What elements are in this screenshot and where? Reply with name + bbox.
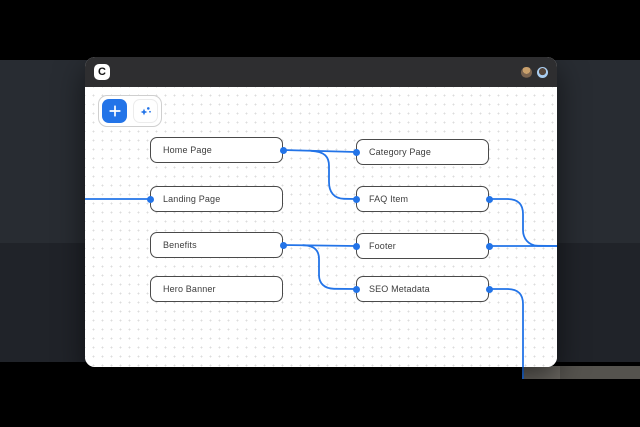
node-label: Footer — [369, 241, 396, 251]
node-hero-banner[interactable]: Hero Banner — [150, 276, 283, 302]
node-benefits[interactable]: Benefits — [150, 232, 283, 258]
user-avatar-2[interactable] — [537, 66, 548, 78]
handle-footer-right[interactable] — [485, 242, 493, 250]
app-logo: C — [94, 64, 110, 80]
handle-seo-metadata-left[interactable] — [352, 285, 360, 293]
handle-landing-page-left[interactable] — [146, 195, 154, 203]
node-label: Benefits — [163, 240, 197, 250]
node-label: Category Page — [369, 147, 431, 157]
node-label: FAQ Item — [369, 194, 409, 204]
ai-assist-button[interactable] — [133, 99, 158, 123]
node-label: Landing Page — [163, 194, 221, 204]
handle-footer-left[interactable] — [352, 242, 360, 250]
plus-icon — [108, 105, 121, 117]
titlebar: C — [85, 57, 557, 87]
node-seo-metadata[interactable]: SEO Metadata — [356, 276, 489, 302]
handle-category-page-left[interactable] — [352, 148, 360, 156]
node-home-page[interactable]: Home Page — [150, 137, 283, 163]
node-category-page[interactable]: Category Page — [356, 139, 489, 165]
node-faq-item[interactable]: FAQ Item — [356, 186, 489, 212]
node-footer[interactable]: Footer — [356, 233, 489, 259]
app-window: C — [85, 57, 557, 367]
edge-layer — [85, 149, 557, 367]
background-strip-highlight — [522, 366, 560, 379]
node-label: Home Page — [163, 145, 212, 155]
canvas-toolbar — [98, 95, 162, 127]
diagram-canvas[interactable]: Home Page Landing Page Benefits Hero Ban… — [85, 87, 557, 367]
node-label: SEO Metadata — [369, 284, 430, 294]
handle-seo-metadata-right[interactable] — [485, 285, 493, 293]
handle-benefits-right[interactable] — [279, 241, 287, 249]
edge-benefits-seo — [302, 244, 357, 290]
user-avatar-1[interactable] — [521, 66, 532, 78]
edge-tail-offscreen — [522, 366, 524, 379]
handle-faq-item-left[interactable] — [352, 195, 360, 203]
edge-home-faq — [310, 149, 357, 200]
edge-home-category — [282, 149, 357, 153]
edge-seo-offscreen — [488, 288, 524, 367]
node-landing-page[interactable]: Landing Page — [150, 186, 283, 212]
handle-home-page-right[interactable] — [279, 146, 287, 154]
node-label: Hero Banner — [163, 284, 216, 294]
add-node-button[interactable] — [102, 99, 127, 123]
edge-faq-offscreen — [488, 198, 557, 247]
handle-faq-item-right[interactable] — [485, 195, 493, 203]
sparkle-icon — [140, 106, 151, 115]
edge-benefits-footer — [282, 244, 357, 247]
